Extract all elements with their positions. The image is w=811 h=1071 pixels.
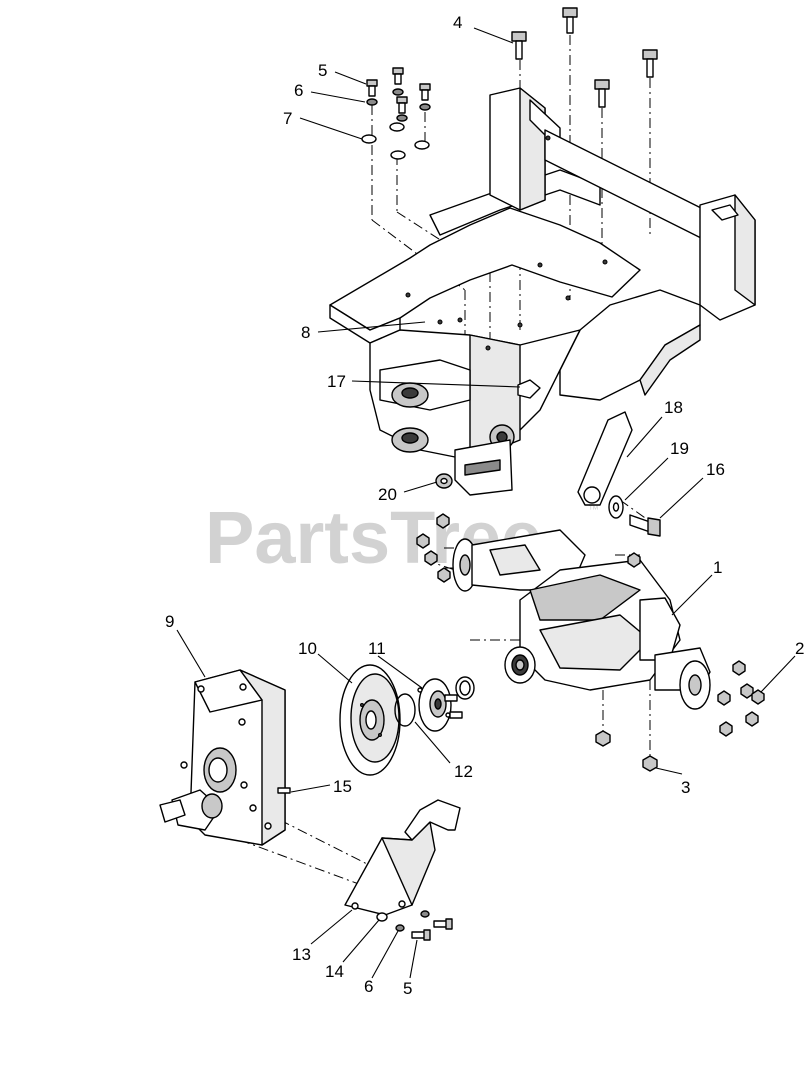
- callout-12: 12: [454, 762, 473, 781]
- callout-10: 10: [298, 639, 317, 658]
- callout-1: 1: [713, 558, 722, 577]
- brake-disc-hub: [339, 664, 475, 776]
- mount-bracket: [344, 799, 461, 941]
- rear-axle-assembly: [416, 513, 765, 772]
- gearbox: [159, 669, 291, 846]
- bolt-icon: [511, 31, 527, 60]
- callout-8: 8: [301, 323, 310, 342]
- callout-19: 19: [670, 439, 689, 458]
- bolt-icon: [642, 49, 658, 78]
- callout-20: 20: [378, 485, 397, 504]
- bolt-icon: [562, 7, 578, 34]
- callout-2: 2: [795, 639, 804, 658]
- callout-3: 3: [681, 778, 690, 797]
- callout-14: 14: [325, 962, 344, 981]
- callout-5: 5: [318, 61, 327, 80]
- callout-5-lower: 5: [403, 979, 412, 998]
- callout-9: 9: [165, 612, 174, 631]
- callout-17: 17: [327, 372, 346, 391]
- top-bolts: [361, 7, 658, 160]
- callout-15: 15: [333, 777, 352, 796]
- callout-13: 13: [292, 945, 311, 964]
- callout-11: 11: [368, 639, 386, 658]
- callout-18: 18: [664, 398, 683, 417]
- callout-6: 6: [294, 81, 303, 100]
- callout-4: 4: [453, 13, 462, 32]
- callout-6-lower: 6: [364, 977, 373, 996]
- callout-16: 16: [706, 460, 725, 479]
- callout-numbers: 4 5 6 7 8 17 18 19 16 20 1 2 3 9 10 11 1…: [165, 13, 804, 998]
- frame-assembly: [329, 87, 756, 496]
- pivot-hardware: [435, 379, 661, 537]
- bolt-icon: [594, 79, 610, 108]
- watermark-trademark: ™: [588, 504, 599, 516]
- callout-leaders: [176, 27, 796, 979]
- callout-7: 7: [283, 109, 292, 128]
